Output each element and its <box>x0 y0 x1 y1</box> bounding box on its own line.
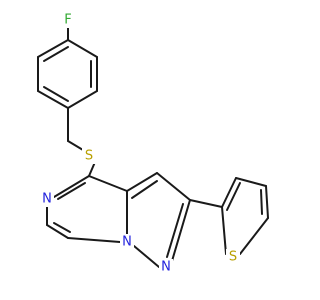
bond-th-5 <box>221 206 227 255</box>
bond-th-3-dbl <box>260 189 263 215</box>
bond-ring-3 <box>67 90 98 109</box>
bond-ring-1 <box>67 39 98 58</box>
atom-N5-bg <box>40 191 54 207</box>
atom-label-fluorine: F <box>64 13 71 28</box>
atom-label-sulfur-thiophene: S <box>229 250 237 265</box>
bond-c2-n2-dbl <box>166 203 184 258</box>
bond-th-1-dbl <box>226 182 241 211</box>
bond-c3a-c4 <box>88 175 128 192</box>
bond-s-c4 <box>88 161 96 177</box>
bond-c2-th <box>189 199 223 208</box>
bond-c3-c2 <box>156 172 191 201</box>
bond-c4-n5-dbl <box>57 182 86 200</box>
bond-ring-6 <box>37 39 69 58</box>
bond-th-3 <box>265 185 269 219</box>
bond-c6-c7 <box>46 224 69 239</box>
atom-S2-bg <box>226 249 240 265</box>
atom-label-nitrogen-pyrazine: N <box>42 192 52 207</box>
bond-layer <box>37 26 269 268</box>
atom-label-sulfur-thioether: S <box>85 149 93 164</box>
bond-ring-dbl-b <box>43 86 69 102</box>
bond-c6-c7-dbl <box>53 222 71 233</box>
bond-ch2-s <box>67 140 84 151</box>
bond-ring-4 <box>37 90 69 109</box>
bond-c7-n1 <box>67 237 121 243</box>
bond-c3a-c3 <box>126 172 158 192</box>
atom-N2-bg <box>159 259 173 275</box>
bond-c4-n5 <box>53 175 90 198</box>
bond-th-4 <box>239 217 269 255</box>
molecule-structure-diagram: F S N N N S <box>37 12 269 275</box>
atom-label-nitrogen-pyrazole: N <box>161 260 171 275</box>
bond-n2-n1 <box>133 245 160 268</box>
bond-c3a-c3-dbl <box>131 180 158 199</box>
atom-F-bg <box>61 12 75 28</box>
atom-N1-bg <box>120 234 134 250</box>
bond-th-1 <box>221 177 237 208</box>
bond-th-2 <box>235 177 267 187</box>
bond-c2-n2 <box>171 199 191 262</box>
atom-label-nitrogen-bridgehead: N <box>122 235 132 250</box>
atom-S1-bg <box>82 148 96 164</box>
atom-label-layer: F S N N N S <box>40 12 240 275</box>
bond-ring-dbl-c <box>43 46 69 62</box>
